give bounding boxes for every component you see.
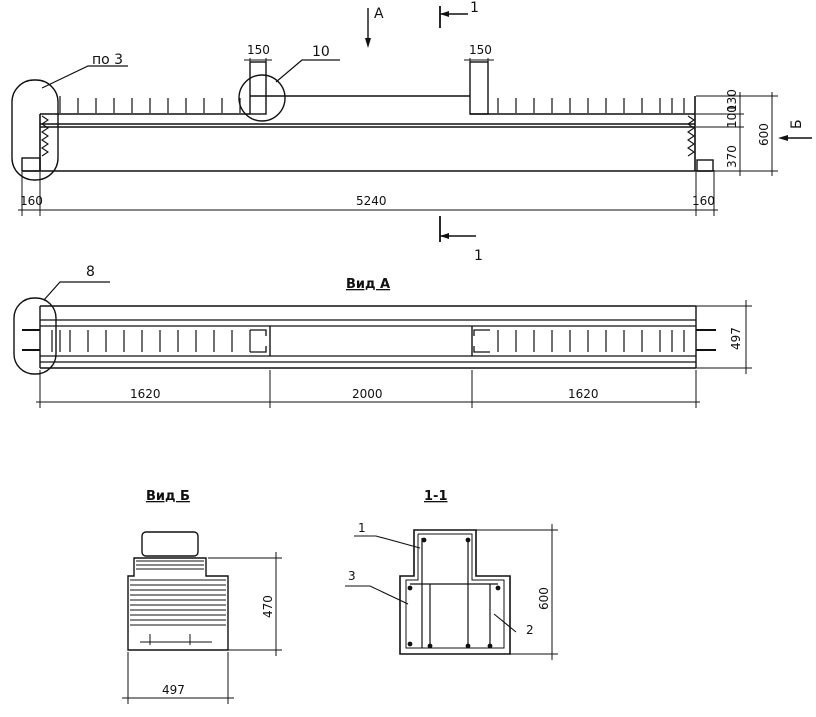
dim-right-2: 100: [725, 105, 739, 128]
section-callout-2: 2: [526, 623, 534, 637]
dim-top-left-text: 150: [247, 43, 270, 57]
view-b-end-view: Вид Б 470 497: [122, 489, 282, 704]
section-callout-3: 3: [348, 569, 356, 583]
view-a-dim-1: 1620: [130, 387, 161, 401]
view-a-callout: 8: [86, 264, 95, 280]
view-a-dim-3: 1620: [568, 387, 599, 401]
view-b-arrow-label: Б: [789, 119, 805, 129]
callout-detail-3: по 3: [92, 52, 123, 68]
dim-height: 600: [757, 123, 771, 146]
section-mark-bottom-label: 1: [474, 248, 483, 264]
view-a-dim-right: 497: [729, 327, 743, 350]
view-b-title: Вид Б: [146, 489, 190, 504]
section-callout-1: 1: [358, 521, 366, 535]
view-a-plan: Вид А: [13, 264, 752, 408]
view-b-dim-height: 470: [261, 595, 275, 618]
dim-bottom-right: 160: [692, 194, 715, 208]
dim-bottom-left: 160: [20, 194, 43, 208]
dim-top-right-text: 150: [469, 43, 492, 57]
stirrup-ticks: [59, 96, 685, 113]
view-a-arrow-label: А: [374, 6, 384, 22]
section-mark-top-label: 1: [470, 0, 479, 16]
dim-bottom-mid: 5240: [356, 194, 387, 208]
section-dim-height: 600: [537, 587, 551, 610]
callout-detail-10: 10: [312, 44, 330, 60]
section-1-1: 1-1 1 3 2 600: [345, 489, 558, 660]
stirrup-ticks-plan: [51, 330, 685, 352]
dim-right-1: 130: [725, 89, 739, 112]
view-a-title: Вид А: [346, 277, 390, 292]
view-a-dim-2: 2000: [352, 387, 383, 401]
dim-right-3: 370: [725, 145, 739, 168]
beam-elevation: по 3 10 150 150 1 1 А Б: [11, 0, 812, 264]
view-b-dim-width: 497: [162, 683, 185, 697]
section-title: 1-1: [424, 489, 448, 504]
